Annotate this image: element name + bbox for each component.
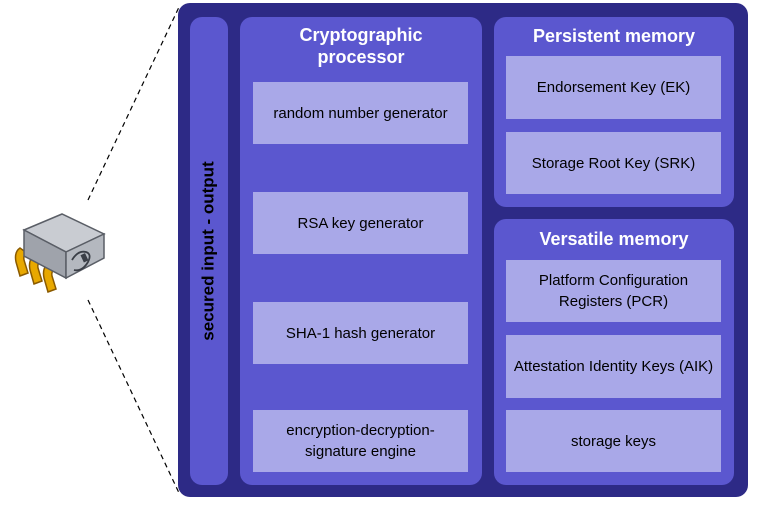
chip-icon [14,213,106,293]
storage-root-key-box: Storage Root Key (SRK) [506,132,721,194]
sha1-hash-generator-box: SHA-1 hash generator [253,302,468,364]
endorsement-key-box: Endorsement Key (EK) [506,56,721,119]
secured-io-label: secured input - output [199,161,218,341]
secured-io-label-wrap: secured input - output [190,17,228,485]
pcr-box: Platform Configuration Registers (PCR) [506,260,721,322]
random-number-generator-box: random number generator [253,82,468,144]
aik-box: Attestation Identity Keys (AIK) [506,335,721,398]
versatile-memory-title: Versatile memory [539,229,689,249]
encryption-engine-box: encryption-decryption-signature engine [253,410,468,472]
crypto-processor-title: Cryptographic processor [299,25,423,67]
rsa-key-generator-box: RSA key generator [253,192,468,254]
persistent-memory-title: Persistent memory [532,26,696,46]
storage-keys-box: storage keys [506,410,721,472]
secured-io-bar [190,17,228,485]
